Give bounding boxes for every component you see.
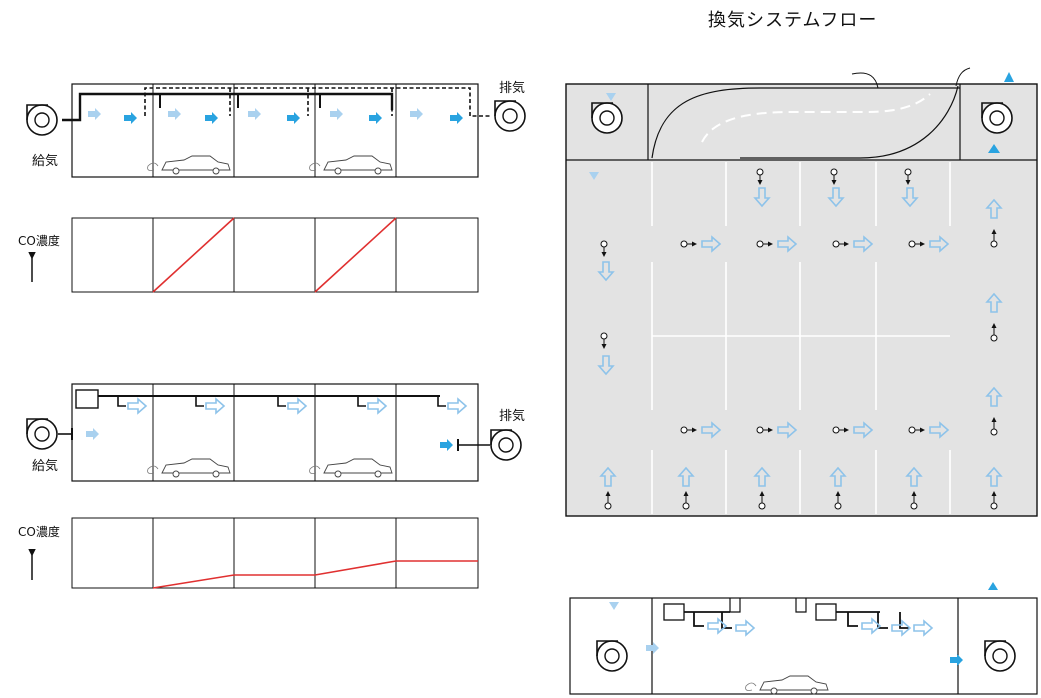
supply-fan-icon xyxy=(26,418,58,450)
parking-plan-view xyxy=(565,67,1038,517)
bottom-row-nozzles xyxy=(600,467,1002,510)
fan-box xyxy=(815,603,837,621)
co-line-seg1 xyxy=(152,217,235,293)
supply-label-bottom: 給気 xyxy=(32,459,59,474)
supply-fan-icon xyxy=(591,102,623,134)
supply-fan-icon xyxy=(596,640,628,672)
fan-box xyxy=(75,389,99,409)
panel-jet-nozzle xyxy=(26,383,522,482)
exhaust-label-top: 排気 xyxy=(499,81,526,96)
exhaust-fan-icon xyxy=(981,102,1013,134)
supply-label-top: 給気 xyxy=(32,154,59,169)
supply-duct xyxy=(62,92,394,122)
co-chart-bottom xyxy=(28,517,479,589)
exhaust-duct xyxy=(144,87,490,117)
parking-section-view xyxy=(569,582,1038,695)
exhaust-fan-icon xyxy=(984,640,1016,672)
co-chart-top xyxy=(28,217,479,293)
panel-conventional xyxy=(26,83,526,178)
co-label-bottom: CO濃度 xyxy=(18,525,60,539)
co-line-seg2 xyxy=(314,217,397,293)
co-line-gradual xyxy=(152,560,478,589)
fan-box xyxy=(663,603,685,621)
supply-fan-icon xyxy=(26,104,58,136)
exhaust-fan-icon xyxy=(490,429,522,461)
exhaust-label-bottom: 排気 xyxy=(499,409,526,424)
exhaust-fan-icon xyxy=(494,100,526,132)
lane-markings xyxy=(651,162,951,514)
diagram-title: 換気システムフロー xyxy=(708,10,878,31)
co-label-top: CO濃度 xyxy=(18,234,60,248)
